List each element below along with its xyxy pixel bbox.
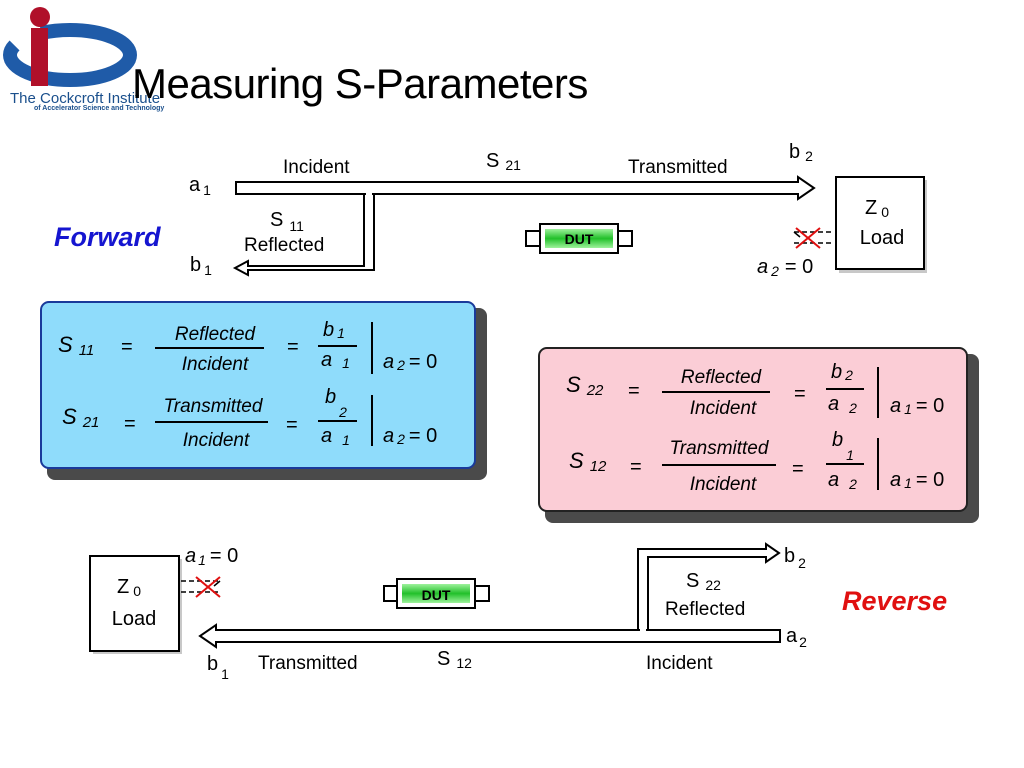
- svg-text:b1: b1: [832, 429, 854, 463]
- svg-text:Z0: Z0: [865, 197, 889, 220]
- reverse-signal-paths: [198, 542, 781, 649]
- svg-text:Transmitted: Transmitted: [670, 438, 770, 459]
- logo-i-stem: [31, 28, 48, 86]
- svg-text:a1= 0: a1= 0: [890, 469, 944, 491]
- reverse-reflected-label: Reflected: [665, 599, 745, 620]
- reverse-blocked-a1-arrow: [181, 576, 221, 598]
- forward-reflected-arrow: [232, 195, 375, 277]
- svg-text:a2= 0: a2= 0: [383, 351, 437, 373]
- logo-org-name: The Cockcroft Institute: [10, 90, 161, 107]
- svg-text:Incident: Incident: [183, 430, 250, 451]
- svg-text:S21: S21: [62, 404, 99, 431]
- svg-text:b2: b2: [325, 386, 347, 420]
- forward-dut: DUT: [525, 223, 633, 254]
- svg-text:DUT: DUT: [565, 231, 594, 247]
- svg-text:Load: Load: [860, 227, 905, 249]
- svg-text:=: =: [124, 413, 136, 435]
- svg-text:Transmitted: Transmitted: [164, 396, 264, 417]
- svg-text:a2: a2: [828, 469, 857, 492]
- reverse-incident-label: Incident: [646, 653, 713, 674]
- svg-text:Incident: Incident: [182, 354, 249, 375]
- svg-text:DUT: DUT: [422, 587, 451, 603]
- svg-text:=: =: [287, 336, 299, 358]
- svg-text:=: =: [792, 458, 804, 480]
- svg-text:Incident: Incident: [690, 474, 757, 495]
- svg-text:a1= 0: a1= 0: [890, 395, 944, 417]
- reverse-reflected-arrow: [637, 542, 781, 629]
- reverse-label: Reverse: [842, 586, 948, 616]
- svg-text:Incident: Incident: [690, 398, 757, 419]
- logo-subtitle: of Accelerator Science and Technology: [34, 105, 165, 112]
- svg-text:b1: b1: [323, 319, 345, 341]
- reverse-dut: DUT: [383, 578, 490, 609]
- forward-label: Forward: [54, 222, 161, 252]
- svg-text:=: =: [121, 336, 133, 358]
- cockcroft-logo: [3, 7, 137, 87]
- svg-text:a1: a1: [321, 349, 350, 371]
- forward-transmitted-label: Transmitted: [628, 157, 728, 178]
- page-title: Measuring S-Parameters: [132, 60, 588, 107]
- svg-text:a2= 0: a2= 0: [383, 425, 437, 447]
- logo-ring: [3, 23, 137, 87]
- svg-text:=: =: [630, 456, 642, 478]
- svg-text:Z0: Z0: [117, 576, 141, 599]
- svg-text:a2: a2: [828, 393, 857, 416]
- svg-text:=: =: [794, 383, 806, 405]
- svg-text:b2: b2: [831, 361, 853, 383]
- forward-signal-paths: [232, 175, 816, 277]
- svg-text:=: =: [628, 380, 640, 402]
- svg-text:S11: S11: [58, 332, 94, 359]
- svg-text:S22: S22: [566, 372, 604, 399]
- svg-text:S12: S12: [569, 448, 607, 475]
- reverse-transmitted-label: Transmitted: [258, 653, 358, 674]
- svg-text:Load: Load: [112, 608, 157, 630]
- svg-text:a1: a1: [321, 425, 350, 448]
- forward-incident-label: Incident: [283, 157, 350, 178]
- svg-text:Reflected: Reflected: [681, 367, 763, 388]
- forward-reflected-label: Reflected: [244, 235, 324, 256]
- forward-incident-arrow: [235, 175, 816, 201]
- svg-text:Reflected: Reflected: [175, 324, 257, 345]
- forward-blocked-a2-arrow: [793, 227, 834, 249]
- svg-text:=: =: [286, 414, 298, 436]
- reverse-transmitted-arrow: [198, 623, 781, 649]
- logo-i-dot: [30, 7, 50, 27]
